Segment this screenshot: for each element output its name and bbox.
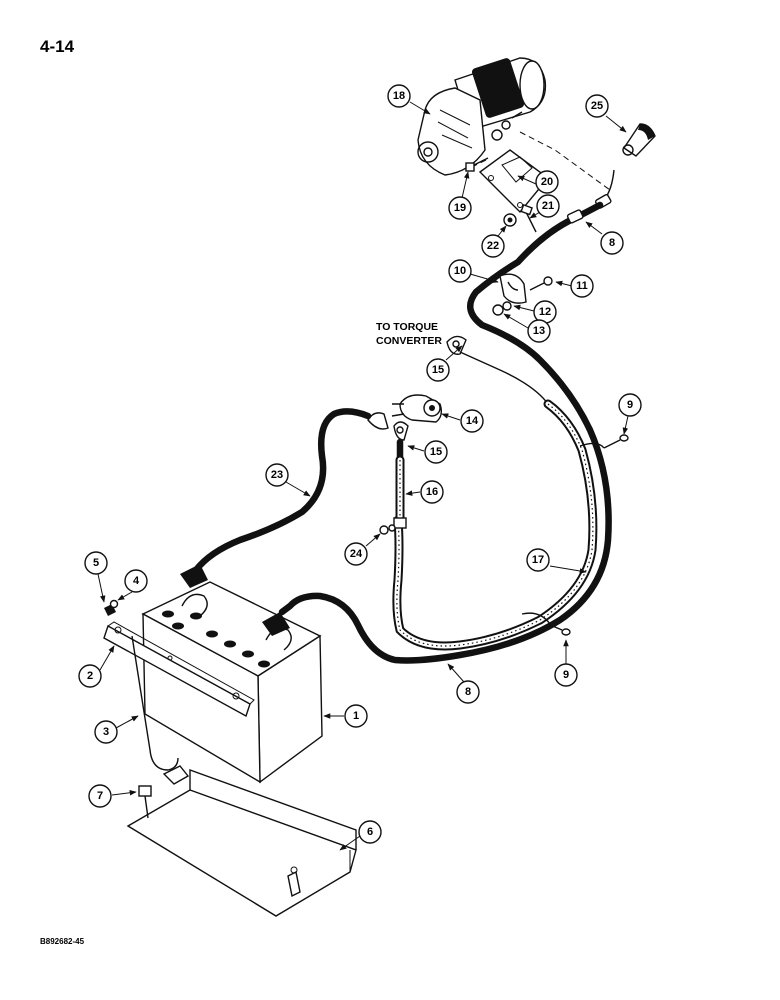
callout-4: 4 xyxy=(117,569,148,601)
cable-clamp xyxy=(499,273,527,304)
mounting-bolt xyxy=(138,785,152,819)
callout-23: 23 xyxy=(265,463,311,497)
cable-tie xyxy=(579,434,629,449)
svg-text:3: 3 xyxy=(103,726,109,738)
callout-15-bottom: 15 xyxy=(407,440,448,464)
svg-text:13: 13 xyxy=(533,325,545,337)
callout-8-bottom: 8 xyxy=(447,663,480,704)
svg-text:7: 7 xyxy=(97,790,103,802)
svg-text:22: 22 xyxy=(487,240,499,252)
svg-text:20: 20 xyxy=(541,176,553,188)
nut xyxy=(388,524,396,532)
callout-5: 5 xyxy=(84,551,108,603)
svg-text:24: 24 xyxy=(350,548,363,560)
flat-washer xyxy=(502,301,512,311)
callout-19: 19 xyxy=(448,171,472,220)
battery xyxy=(103,581,323,784)
svg-text:2: 2 xyxy=(87,670,93,682)
negative-battery-cable xyxy=(180,408,389,588)
nut xyxy=(492,304,504,316)
washer xyxy=(109,599,119,609)
svg-text:5: 5 xyxy=(93,557,99,569)
svg-text:17: 17 xyxy=(532,554,544,566)
svg-text:23: 23 xyxy=(271,469,283,481)
callout-17: 17 xyxy=(526,548,587,574)
callout-20: 20 xyxy=(517,170,559,194)
svg-text:8: 8 xyxy=(609,237,615,249)
star-washer xyxy=(379,525,389,535)
svg-text:14: 14 xyxy=(466,415,479,427)
disconnect-switch xyxy=(391,394,443,423)
svg-text:8: 8 xyxy=(465,686,471,698)
svg-text:10: 10 xyxy=(454,265,466,277)
switch-cable xyxy=(393,421,409,529)
svg-text:16: 16 xyxy=(426,486,438,498)
callout-11: 11 xyxy=(555,274,594,298)
svg-text:21: 21 xyxy=(542,200,554,212)
note-line-1: TO TORQUE xyxy=(376,321,438,333)
cable-tie xyxy=(521,612,571,636)
battery-tray xyxy=(126,765,357,917)
svg-text:18: 18 xyxy=(393,90,405,102)
callout-15-top: 15 xyxy=(426,345,463,382)
bolt xyxy=(465,157,489,172)
callout-13: 13 xyxy=(503,313,551,343)
callout-7: 7 xyxy=(88,784,137,808)
figure-code: B892682-45 xyxy=(40,937,85,946)
svg-text:6: 6 xyxy=(367,826,373,838)
callout-25: 25 xyxy=(585,94,627,133)
callout-18: 18 xyxy=(387,84,431,115)
bolt xyxy=(520,203,537,233)
svg-text:9: 9 xyxy=(563,669,569,681)
svg-text:11: 11 xyxy=(576,280,588,292)
callout-12: 12 xyxy=(513,300,557,324)
svg-text:25: 25 xyxy=(591,100,603,112)
svg-text:15: 15 xyxy=(432,364,444,376)
svg-text:15: 15 xyxy=(430,446,442,458)
note-line-2: CONVERTER xyxy=(376,335,442,347)
callout-16: 16 xyxy=(405,480,444,504)
callout-10: 10 xyxy=(448,259,499,283)
terminal-boot xyxy=(622,123,656,157)
callout-6: 6 xyxy=(339,820,382,851)
svg-text:1: 1 xyxy=(353,710,359,722)
j-bolt xyxy=(131,635,179,771)
page-number: 4-14 xyxy=(40,37,75,56)
starter-motor xyxy=(417,57,547,176)
svg-text:9: 9 xyxy=(627,399,633,411)
callout-21: 21 xyxy=(529,194,560,219)
svg-text:19: 19 xyxy=(454,202,466,214)
callout-3: 3 xyxy=(94,715,139,744)
callout-14: 14 xyxy=(441,409,484,433)
positive-battery-cable xyxy=(278,169,615,664)
callout-1: 1 xyxy=(323,704,368,728)
callout-9-top: 9 xyxy=(618,393,642,435)
clamp-screw xyxy=(529,276,553,291)
callout-24: 24 xyxy=(344,533,381,566)
svg-text:12: 12 xyxy=(539,306,551,318)
callout-8-top: 8 xyxy=(585,221,624,255)
svg-text:4: 4 xyxy=(133,575,140,587)
callout-2: 2 xyxy=(78,645,115,688)
callout-9-bottom: 9 xyxy=(554,639,578,687)
callout-22: 22 xyxy=(481,225,507,258)
